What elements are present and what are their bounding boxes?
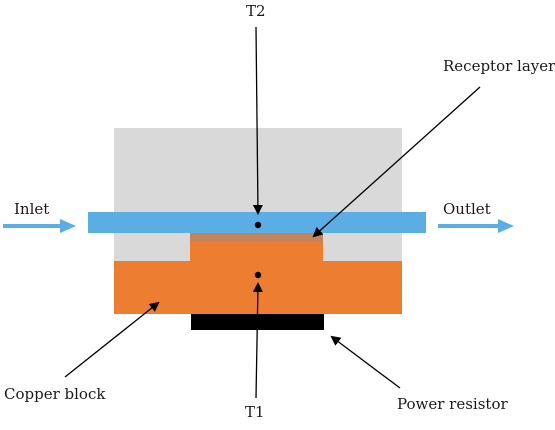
copper-block-label: Copper block (4, 385, 106, 403)
outlet-label: Outlet (443, 200, 491, 218)
receptor-layer-label: Receptor layer (443, 57, 555, 75)
t2-label: T2 (246, 2, 266, 20)
t2-sensor-point (254, 221, 262, 229)
receptor-leader (312, 86, 481, 238)
inlet-label: Inlet (14, 200, 50, 218)
outlet-arrow (438, 219, 514, 233)
t1-leader (252, 282, 263, 399)
receptor-layer (190, 233, 323, 242)
copper-leader (64, 301, 160, 378)
t1-label: T1 (245, 403, 265, 421)
inlet-arrow (3, 219, 76, 233)
resistor-leader (330, 335, 401, 389)
t1-sensor-point (254, 271, 262, 279)
power-resistor-label: Power resistor (397, 395, 508, 413)
t2-leader (252, 26, 263, 215)
